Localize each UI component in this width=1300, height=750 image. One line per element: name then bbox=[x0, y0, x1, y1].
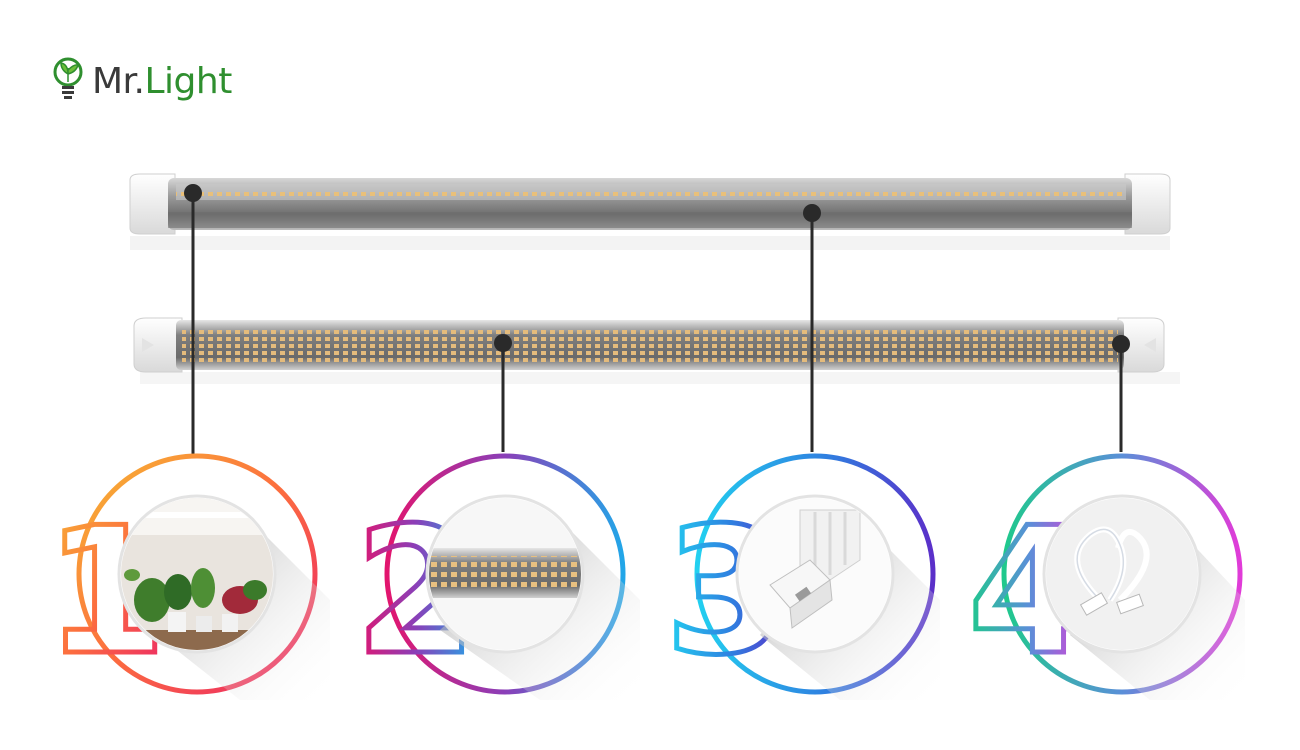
brand-name-part1: Mr. bbox=[92, 61, 145, 102]
brand-name-part2: Light bbox=[144, 61, 233, 102]
led-tube-bottom bbox=[133, 317, 1165, 373]
feature-ring-4 bbox=[1001, 453, 1243, 695]
callout-dot-4 bbox=[1112, 335, 1130, 353]
end-cap-connector-icon bbox=[739, 498, 891, 650]
feature-ring-2 bbox=[384, 453, 626, 695]
led-tube-top bbox=[129, 173, 1171, 235]
tube-reflection bbox=[140, 372, 1180, 384]
connecting-cable-icon bbox=[1046, 498, 1198, 650]
plants-photo-icon bbox=[121, 498, 273, 650]
lightbulb-icon bbox=[53, 57, 83, 99]
tube-reflection bbox=[130, 236, 1170, 250]
brand-logo: Mr.Light bbox=[52, 52, 272, 108]
feature-3: 3 bbox=[663, 453, 940, 700]
callout-dot-1 bbox=[184, 184, 202, 202]
feature-4: 4 bbox=[966, 453, 1245, 700]
feature-2: 2 bbox=[353, 453, 640, 700]
callout-dot-2 bbox=[494, 334, 512, 352]
feature-ring-1 bbox=[76, 453, 318, 695]
brand-name: Mr.Light bbox=[92, 60, 232, 104]
feature-ring-3 bbox=[694, 453, 936, 695]
led-strip-icon bbox=[429, 498, 581, 650]
feature-1: 1 bbox=[43, 453, 330, 700]
leader-lines bbox=[191, 193, 1123, 458]
callout-dot-3 bbox=[803, 204, 821, 222]
